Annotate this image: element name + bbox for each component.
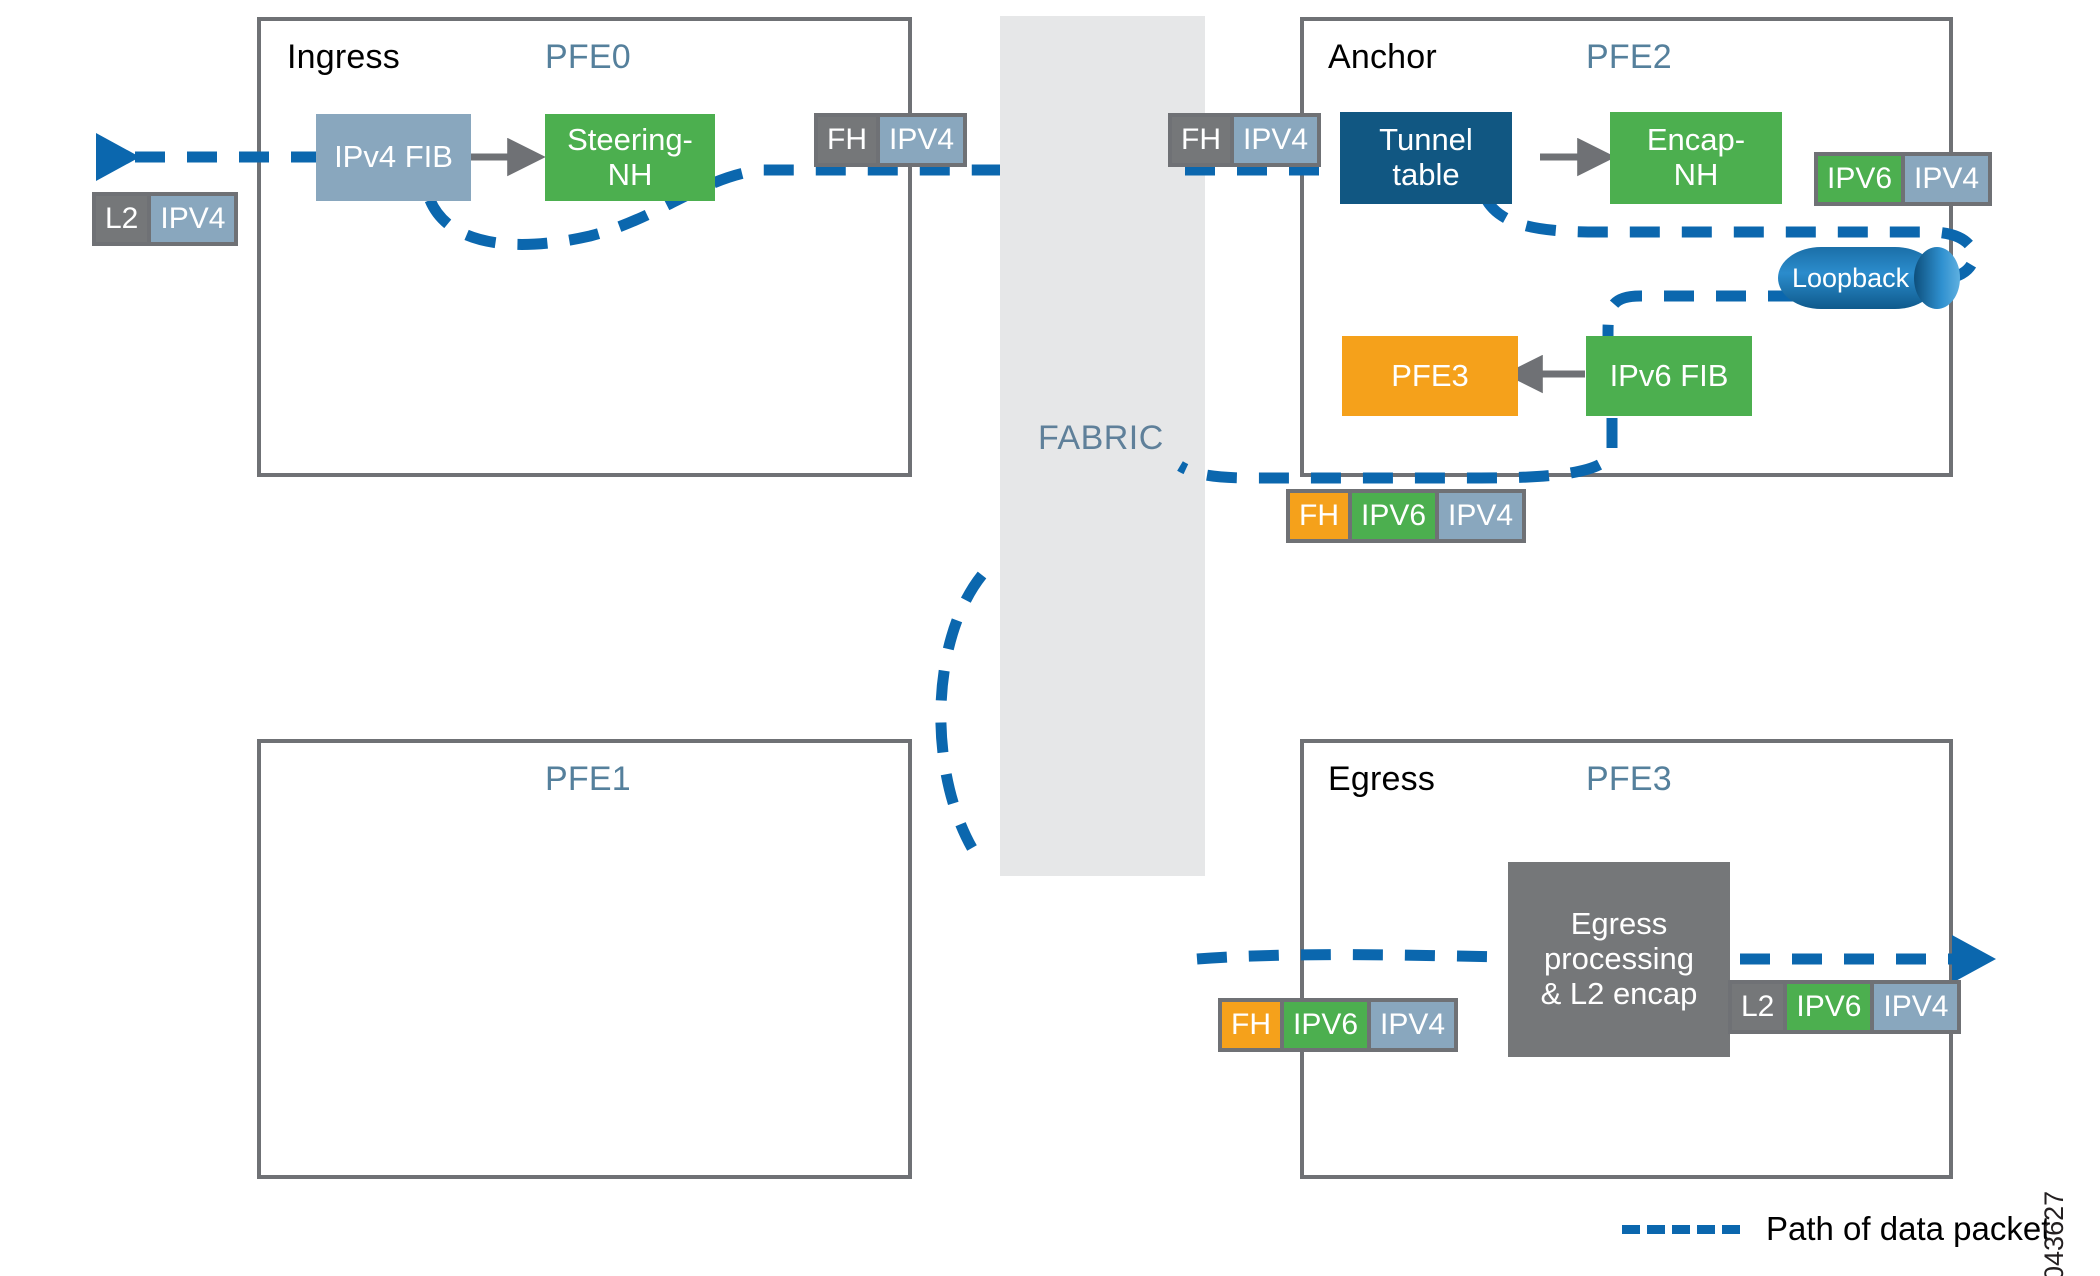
block-ipv6-fib[interactable]: IPv6 FIB (1586, 336, 1752, 416)
packet-anchor-out: FH IPV6 IPV4 (1286, 489, 1527, 543)
block-encap-nh-line2: NH (1673, 157, 1719, 192)
fabric-label: FABRIC (1038, 419, 1164, 457)
packet-anchor-in: FH IPV4 (1168, 113, 1322, 167)
block-tunnel-table[interactable]: Tunnel table (1340, 112, 1512, 204)
loopback-cylinder-cap (1914, 247, 1960, 309)
loopback-label: Loopback (1792, 262, 1910, 293)
block-egress-processing[interactable]: Egress processing & L2 encap (1508, 862, 1730, 1057)
block-pfe3-target[interactable]: PFE3 (1342, 336, 1518, 416)
packet-seg-ipv4: IPV4 (1439, 493, 1523, 539)
packet-seg-ipv4: IPV4 (151, 196, 235, 242)
block-pfe3-target-label: PFE3 (1391, 357, 1469, 393)
pfe2-name-label: PFE2 (1586, 38, 1672, 76)
packet-seg-ipv6: IPV6 (1818, 156, 1902, 202)
block-ipv4-fib[interactable]: IPv4 FIB (316, 114, 471, 201)
block-egress-processing-line1: Egress (1570, 906, 1668, 942)
legend: Path of data packet (1622, 1210, 2050, 1248)
packet-seg-fh: FH (818, 117, 876, 163)
packet-anchor-encap: IPV6 IPV4 (1814, 152, 1993, 206)
path-end-arrowhead (1952, 935, 1996, 983)
block-ipv6-fib-label: IPv6 FIB (1609, 357, 1729, 393)
packet-seg-fh: FH (1222, 1002, 1280, 1048)
pfe0-container (257, 17, 912, 477)
packet-seg-ipv4: IPV4 (880, 117, 964, 163)
packet-seg-ipv6: IPV6 (1787, 984, 1871, 1030)
packet-seg-fh: FH (1172, 117, 1230, 163)
packet-seg-fh: FH (1290, 493, 1348, 539)
loopback-cylinder[interactable]: Loopback (1778, 247, 1938, 309)
packet-fabric-out: FH IPV4 (814, 113, 968, 167)
packet-seg-ipv4: IPV4 (1234, 117, 1318, 163)
block-steering-nh-line2: NH (607, 156, 653, 192)
path-segment-through-fabric (935, 571, 987, 851)
packet-seg-ipv6: IPV6 (1352, 493, 1436, 539)
pfe3-role-label: Egress (1328, 760, 1436, 798)
packet-seg-ipv6: IPV6 (1284, 1002, 1368, 1048)
pfe1-name-label: PFE1 (545, 760, 631, 798)
block-steering-nh-line1: Steering- (567, 121, 693, 157)
packet-seg-ipv4: IPV4 (1874, 984, 1958, 1030)
block-encap-nh[interactable]: Encap- NH (1610, 112, 1782, 204)
figure-id-label: g043627 (2039, 1190, 2069, 1276)
block-egress-processing-line2: processing (1544, 941, 1694, 977)
packet-seg-ipv4: IPV4 (1905, 156, 1989, 202)
block-tunnel-table-line2: table (1392, 157, 1460, 192)
pfe0-role-label: Ingress (287, 38, 400, 76)
legend-dashed-line-swatch (1622, 1224, 1740, 1234)
block-egress-processing-line3: & L2 encap (1540, 975, 1698, 1011)
block-steering-nh[interactable]: Steering- NH (545, 114, 715, 201)
block-ipv4-fib-label: IPv4 FIB (334, 139, 453, 175)
packet-seg-l2: L2 (1732, 984, 1784, 1030)
pfe2-role-label: Anchor (1328, 38, 1437, 76)
block-tunnel-table-line1: Tunnel (1379, 122, 1473, 158)
packet-egress-in: FH IPV6 IPV4 (1218, 998, 1459, 1052)
block-encap-nh-line1: Encap- (1646, 122, 1746, 158)
path-start-arrowhead (96, 133, 140, 181)
pfe0-name-label: PFE0 (545, 38, 631, 76)
pfe1-container (257, 739, 912, 1179)
packet-seg-ipv4: IPV4 (1371, 1002, 1455, 1048)
pfe3-name-label: PFE3 (1586, 760, 1672, 798)
legend-label: Path of data packet (1766, 1210, 2051, 1247)
packet-seg-l2: L2 (96, 196, 148, 242)
packet-egress-out: L2 IPV6 IPV4 (1728, 980, 1962, 1034)
packet-ingress-in: L2 IPV4 (92, 192, 239, 246)
